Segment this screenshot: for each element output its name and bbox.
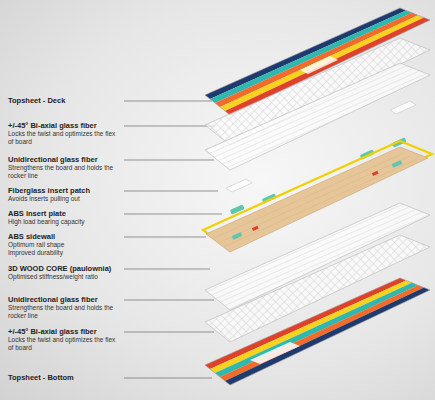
biaxial-layer [205, 38, 430, 145]
layer-name: +/-45° Bi-axial glass fiber [8, 121, 97, 130]
layer-name: Unidirectional glass fiber [8, 155, 98, 164]
layer-description: Avoids inserts pulling out [8, 195, 120, 203]
layer-description: Optimum rail shape Improved durability [8, 241, 78, 257]
layer-description: Strengthens the board and holds the rock… [8, 164, 120, 180]
layer-name: ABS insert plate [8, 209, 66, 218]
layer-description: Optimised stiffness/weight ratio [8, 273, 120, 281]
layer-name: 3D WOOD CORE (paulownia) [8, 264, 111, 273]
biaxial-texture [205, 38, 430, 145]
bottom-topsheet [205, 278, 430, 385]
wood-core [206, 147, 428, 252]
layer-name: +/-45° Bi-axial glass fiber [8, 327, 97, 336]
leader-lines [124, 101, 222, 378]
layer-name: ABS sidewall [8, 232, 55, 241]
layer-name: Topsheet - Bottom [8, 373, 74, 382]
layer-description: Locks the twist and optimizes the flex o… [8, 336, 120, 352]
layer-name: Fiberglass insert patch [8, 186, 90, 195]
layer-description: Strengthens the board and holds the rock… [8, 304, 120, 320]
layer-description: Locks the twist and optimizes the flex o… [8, 130, 120, 146]
layer-name: Topsheet - Deck [8, 96, 65, 105]
layer-name: Unidirectional glass fiber [8, 295, 98, 304]
layer-description: High load bearing capacity [8, 218, 120, 226]
